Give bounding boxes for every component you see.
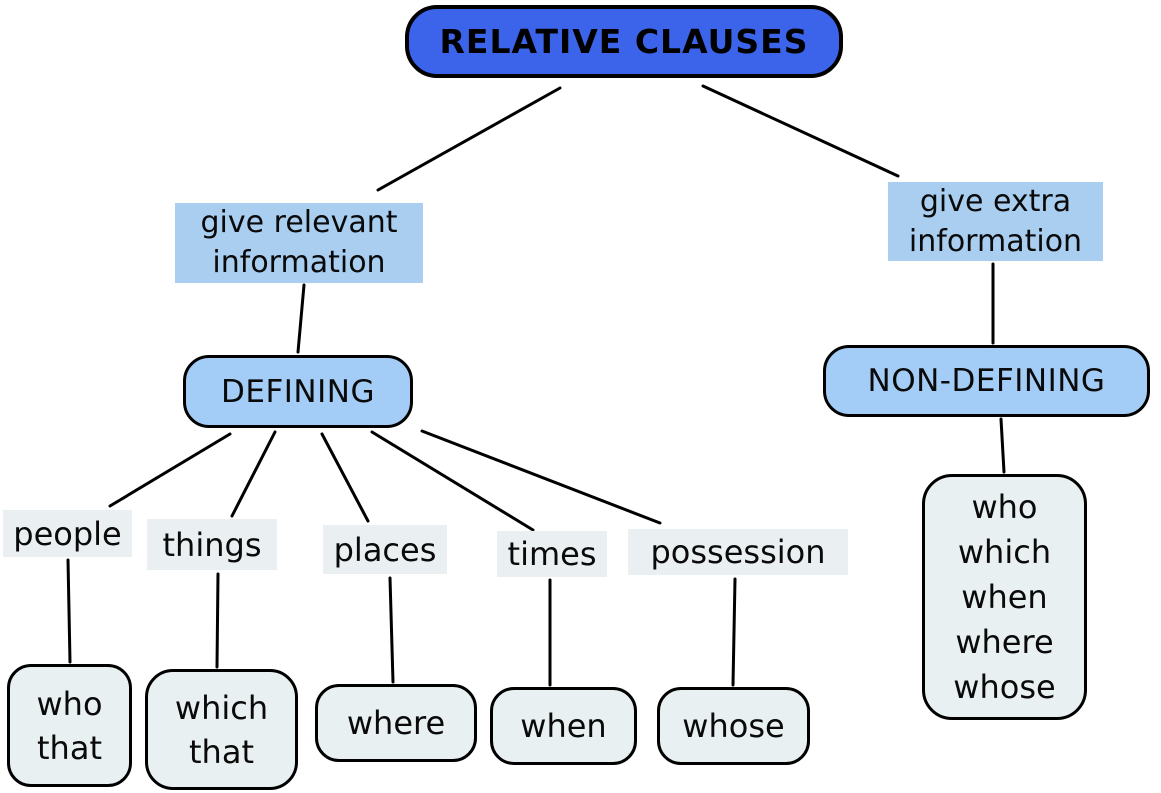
edge-defining-to-places — [320, 432, 370, 523]
category-label-people: people — [3, 510, 132, 557]
category-label-possession: possession — [628, 529, 848, 575]
pronoun-box-when: when — [490, 687, 637, 765]
note-give-extra-information: give extra information — [888, 182, 1103, 261]
edge-defining-to-times — [370, 430, 535, 532]
edge-non-defining-to-pronouns — [999, 417, 1006, 474]
edge-people-to-who-that — [66, 558, 72, 664]
edge-left-note-to-defining — [296, 283, 306, 354]
pronoun-box-non-defining: who which when where whose — [922, 474, 1087, 720]
edge-root-to-right-note — [701, 84, 900, 178]
edge-defining-to-things — [230, 430, 277, 518]
category-label-places: places — [323, 525, 447, 574]
edge-defining-to-possession — [420, 429, 662, 525]
edge-places-to-where — [388, 576, 395, 684]
edge-possession-to-whose — [731, 577, 737, 687]
pronoun-box-whose: whose — [657, 687, 810, 765]
category-label-things: things — [147, 519, 277, 570]
node-defining: DEFINING — [183, 355, 413, 428]
pronoun-box-which-that: which that — [145, 669, 298, 790]
node-non-defining: NON-DEFINING — [823, 345, 1150, 417]
root-node-relative-clauses: RELATIVE CLAUSES — [405, 5, 843, 78]
edge-root-to-left-note — [376, 86, 562, 192]
category-label-times: times — [497, 531, 607, 577]
edge-defining-to-people — [108, 432, 232, 508]
edge-things-to-which-that — [215, 572, 220, 669]
note-give-relevant-information: give relevant information — [175, 203, 423, 283]
pronoun-box-where: where — [315, 684, 477, 762]
pronoun-box-who-that: who that — [7, 664, 132, 787]
